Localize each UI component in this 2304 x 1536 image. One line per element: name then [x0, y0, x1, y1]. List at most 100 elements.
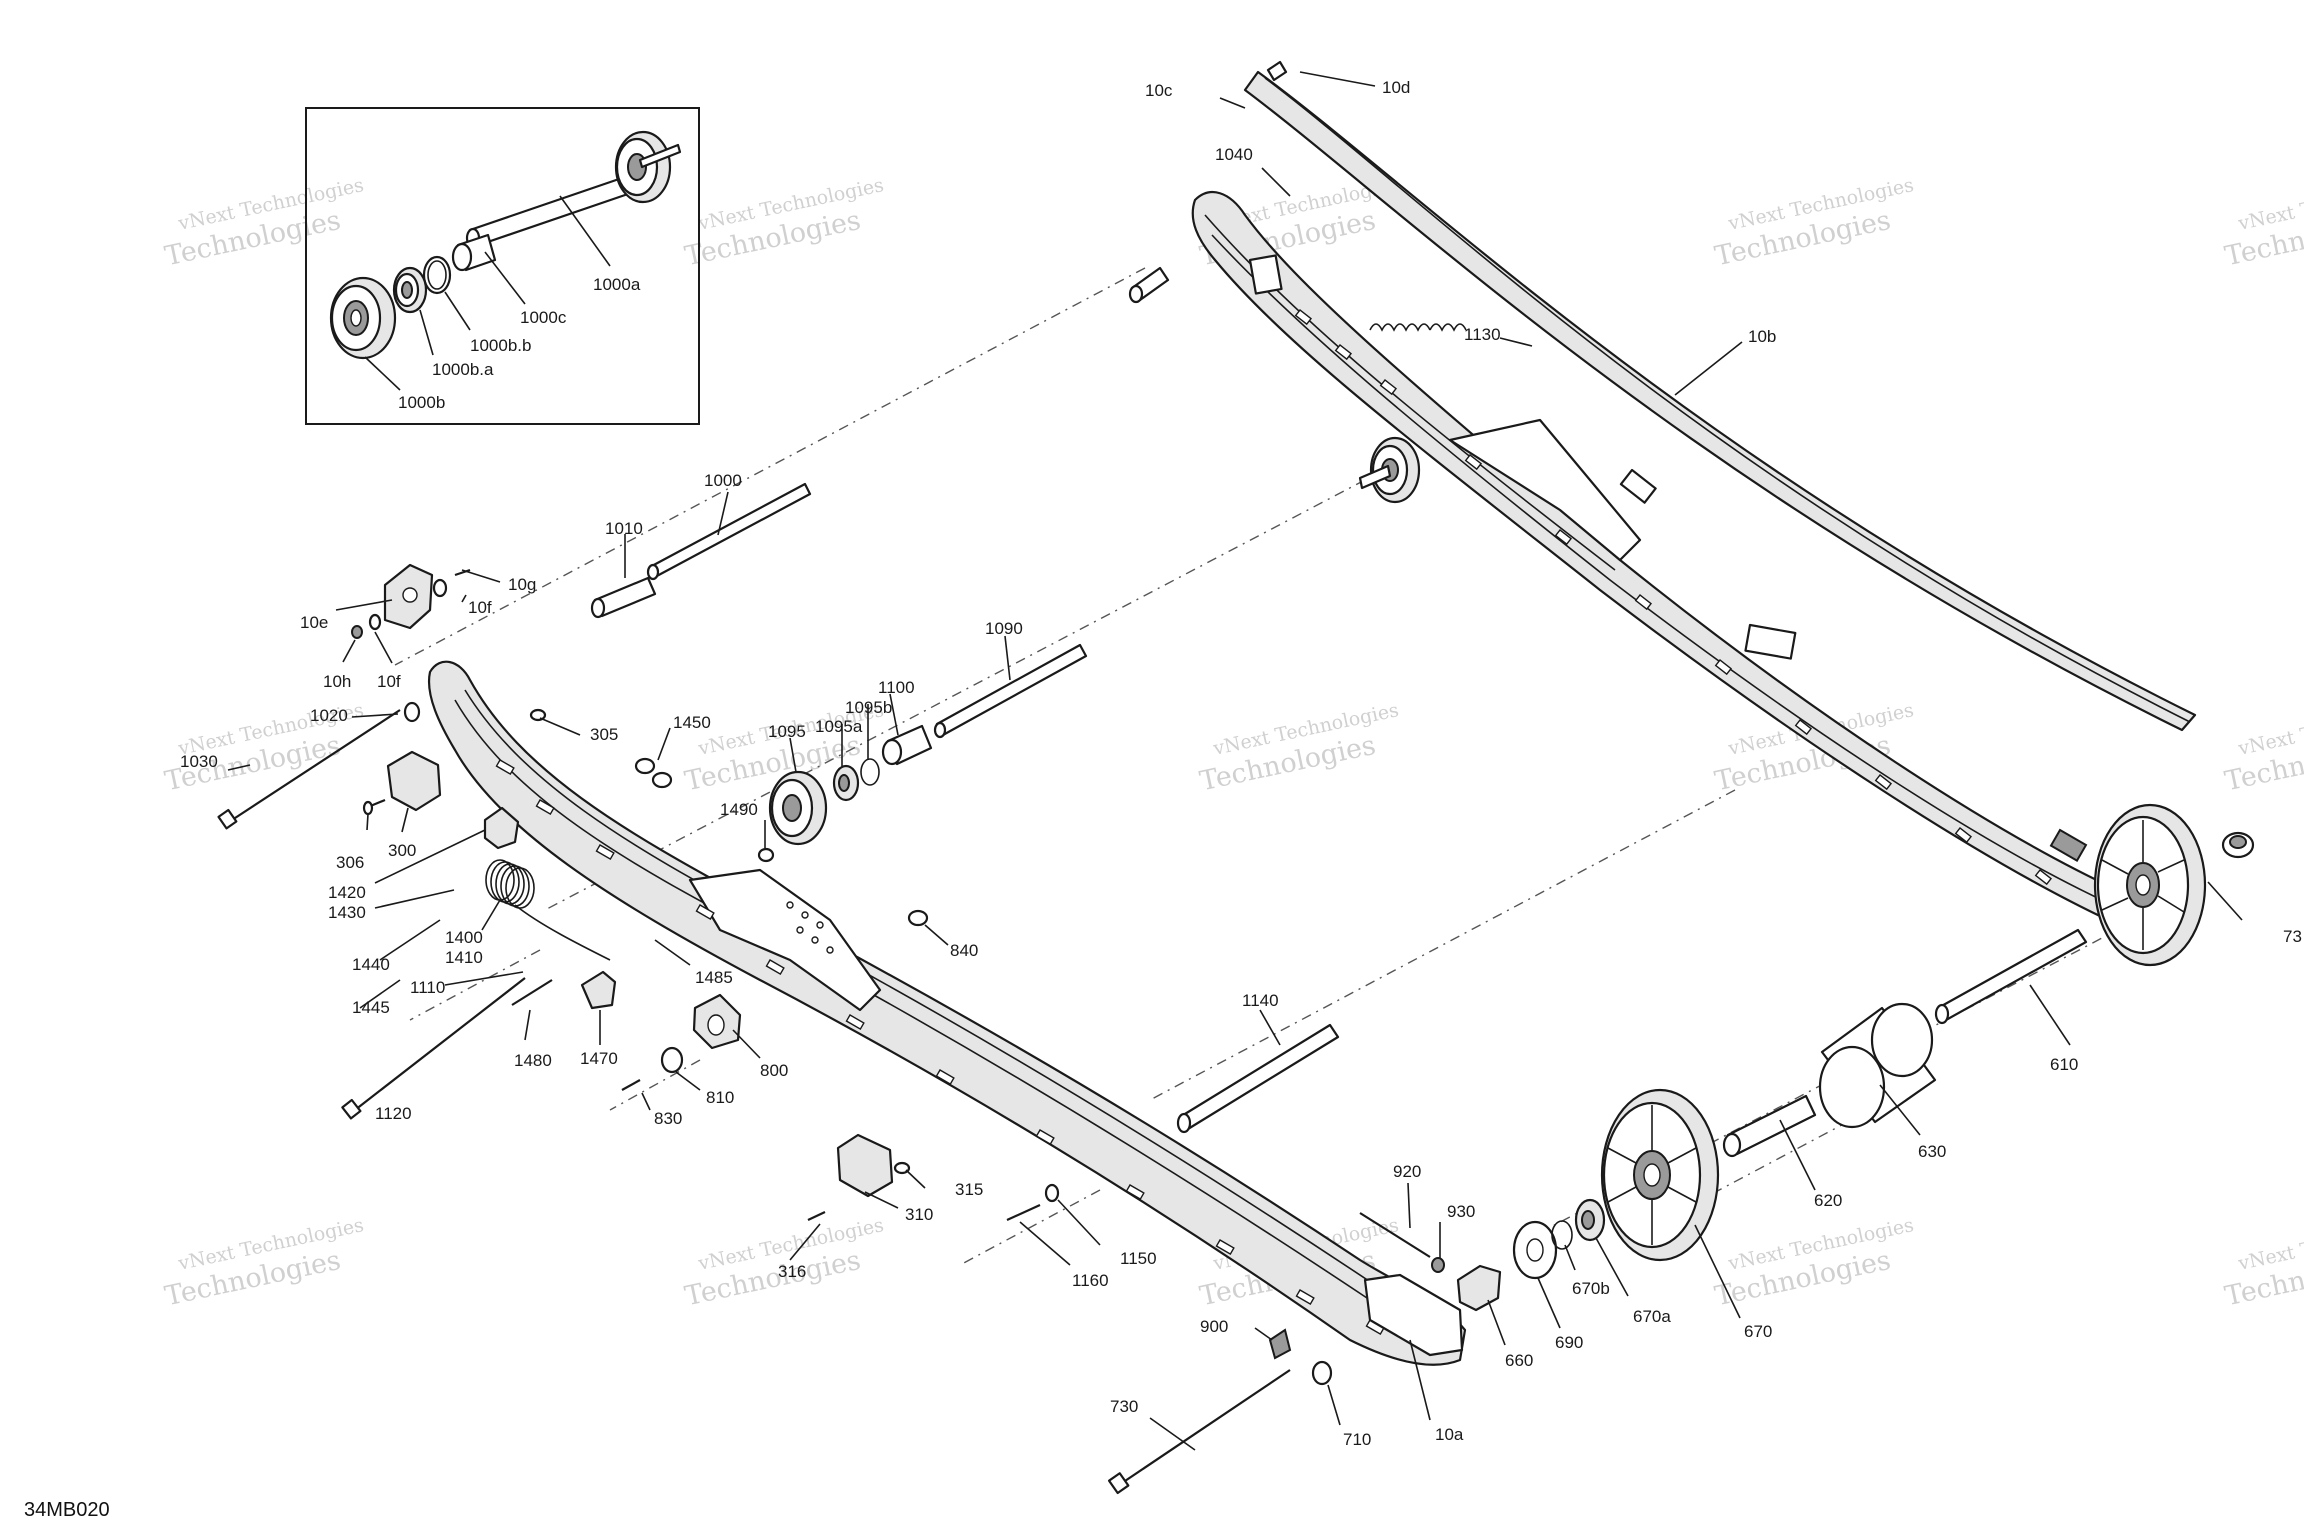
- callout-670: 670: [1744, 1322, 1772, 1341]
- watermark: vNext Technologies Technologies: [2222, 1214, 2304, 1312]
- callout-1030: 1030: [180, 752, 218, 771]
- watermark: vNext Technologies Technologies: [1197, 699, 1401, 797]
- callout-1440: 1440: [352, 955, 390, 974]
- callout-670a: 670a: [1633, 1307, 1671, 1326]
- figure-reference: 34MB020: [24, 1499, 110, 1521]
- callout-1100: 1100: [878, 678, 915, 697]
- rear-wheel-670: [1600, 1088, 1720, 1262]
- callout-labels: 10c 10d 1040 1130 10b 1000a 1000c 1000b.…: [180, 78, 2302, 1449]
- callout-10h: 10h: [323, 672, 351, 691]
- callout-1430: 1430: [328, 903, 366, 922]
- watermark: vNext Technologies Technologies: [2222, 699, 2304, 797]
- callout-800: 800: [760, 1061, 788, 1080]
- spacer-1000c: [451, 233, 497, 272]
- callout-1480: 1480: [514, 1051, 552, 1070]
- callout-1020: 1020: [310, 706, 348, 725]
- callout-300: 300: [388, 841, 416, 860]
- callout-920: 920: [1393, 1162, 1421, 1181]
- watermark: vNext Technologies Technologies: [1712, 1214, 1916, 1312]
- callout-305: 305: [590, 725, 618, 744]
- callout-730: 730: [1110, 1397, 1138, 1416]
- shaft-1000a: [468, 176, 630, 248]
- watermark: vNext Technologies Technologies: [162, 1214, 366, 1312]
- callout-10g: 10g: [508, 575, 536, 594]
- rail-slide-10b: [1243, 60, 2197, 732]
- callout-1095b: 1095b: [845, 698, 892, 717]
- leader-lines: [227, 71, 2243, 1451]
- callout-1000: 1000: [704, 471, 742, 490]
- hardware: [351, 563, 1606, 1386]
- bearing-wheel-right: [614, 130, 682, 204]
- callout-840: 840: [950, 941, 978, 960]
- callout-900: 900: [1200, 1317, 1228, 1336]
- callout-315-upper: 315: [955, 1180, 983, 1199]
- callout-306: 306: [336, 853, 364, 872]
- callout-316: 316: [778, 1262, 806, 1281]
- callout-1095a: 1095a: [815, 717, 863, 736]
- callout-670b: 670b: [1572, 1279, 1610, 1298]
- callout-1000b: 1000b: [398, 393, 445, 412]
- callout-1120: 1120: [375, 1104, 412, 1123]
- shaft-1000: [648, 482, 812, 579]
- plate-holes: [786, 901, 834, 954]
- bearing-1000ba: [392, 266, 428, 314]
- callout-1010: 1010: [605, 519, 643, 538]
- callout-1150: 1150: [1120, 1249, 1157, 1268]
- watermark: vNext Technologies Technologies: [682, 174, 886, 272]
- callout-1095: 1095: [768, 722, 806, 741]
- callout-830: 830: [654, 1109, 682, 1128]
- callout-1000ba: 1000b.a: [432, 360, 494, 379]
- pad-300: [386, 750, 442, 812]
- spring-1400: [485, 859, 611, 961]
- callout-1160: 1160: [1072, 1271, 1109, 1290]
- left-rail-frame-10a: [427, 660, 1467, 1366]
- callout-660: 660: [1505, 1351, 1533, 1370]
- callout-1000c: 1000c: [520, 308, 567, 327]
- callout-1410: 1410: [445, 948, 483, 967]
- callout-710: 710: [1343, 1430, 1371, 1449]
- callout-1450: 1450: [673, 713, 711, 732]
- callout-1040: 1040: [1215, 145, 1253, 164]
- callout-10e: 10e: [300, 613, 328, 632]
- callout-1130: 1130: [1464, 325, 1501, 344]
- callout-1000a: 1000a: [593, 275, 641, 294]
- rear-wheel-right: [2093, 803, 2207, 967]
- watermark: vNext Technologies Technologies: [2222, 174, 2304, 272]
- rail-slots: [1294, 309, 2053, 886]
- rail-roller: [1358, 436, 1421, 504]
- callout-610: 610: [2050, 1055, 2078, 1074]
- block-310: [836, 1133, 894, 1198]
- callout-1420: 1420: [328, 883, 366, 902]
- callout-1485: 1485: [695, 968, 733, 987]
- callout-10f-lower: 10f: [377, 672, 401, 691]
- callout-620: 620: [1814, 1191, 1842, 1210]
- roller-1095: [768, 770, 828, 846]
- callout-10f-upper: 10f: [468, 598, 492, 617]
- callout-1140: 1140: [1242, 991, 1279, 1010]
- callout-310: 310: [905, 1205, 933, 1224]
- tube-1140: [1178, 1023, 1340, 1131]
- callout-10b: 10b: [1748, 327, 1776, 346]
- callout-690: 690: [1555, 1333, 1583, 1352]
- callout-10d: 10d: [1382, 78, 1410, 97]
- callout-1110: 1110: [410, 978, 445, 997]
- shafts: [217, 266, 2088, 1495]
- callout-1400: 1400: [445, 928, 483, 947]
- shaft-1090: [935, 643, 1088, 737]
- callout-10c: 10c: [1145, 81, 1173, 100]
- callout-1090: 1090: [985, 619, 1023, 638]
- callout-73: 73: [2283, 927, 2302, 946]
- callout-810: 810: [706, 1088, 734, 1107]
- wheel-1000b: [329, 276, 397, 360]
- watermark: vNext Technologies Technologies: [162, 174, 366, 272]
- callout-930: 930: [1447, 1202, 1475, 1221]
- inset-shaft-assembly: [305, 107, 700, 425]
- right-rail-frame: [1191, 191, 2142, 932]
- callout-1470: 1470: [580, 1049, 618, 1068]
- adjuster-660: [1456, 1264, 1502, 1312]
- watermark: vNext Technologies Technologies: [1712, 174, 1916, 272]
- callout-10a: 10a: [1435, 1425, 1464, 1444]
- callout-1000bb: 1000b.b: [470, 336, 531, 355]
- callout-1445: 1445: [352, 998, 390, 1017]
